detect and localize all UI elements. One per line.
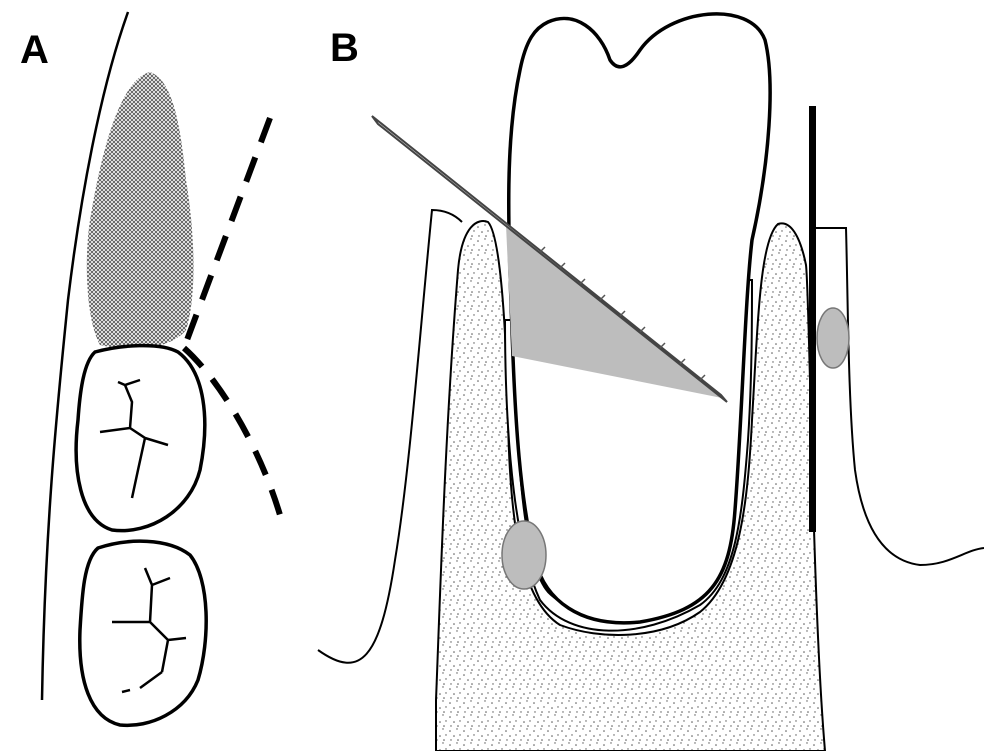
panel-label-a: A: [20, 30, 49, 70]
vertical-plate: [809, 106, 816, 532]
nodule-right: [817, 308, 849, 368]
shaded-region: [87, 72, 194, 349]
molar-upper: [76, 346, 205, 531]
panel-b: [318, 14, 984, 751]
panel-a: [42, 12, 282, 725]
panel-label-b: B: [330, 28, 359, 68]
molar-lower: [80, 541, 206, 725]
nodule-left: [502, 521, 546, 589]
soft-tissue-right: [812, 228, 984, 565]
dashed-line-upper: [184, 118, 270, 348]
